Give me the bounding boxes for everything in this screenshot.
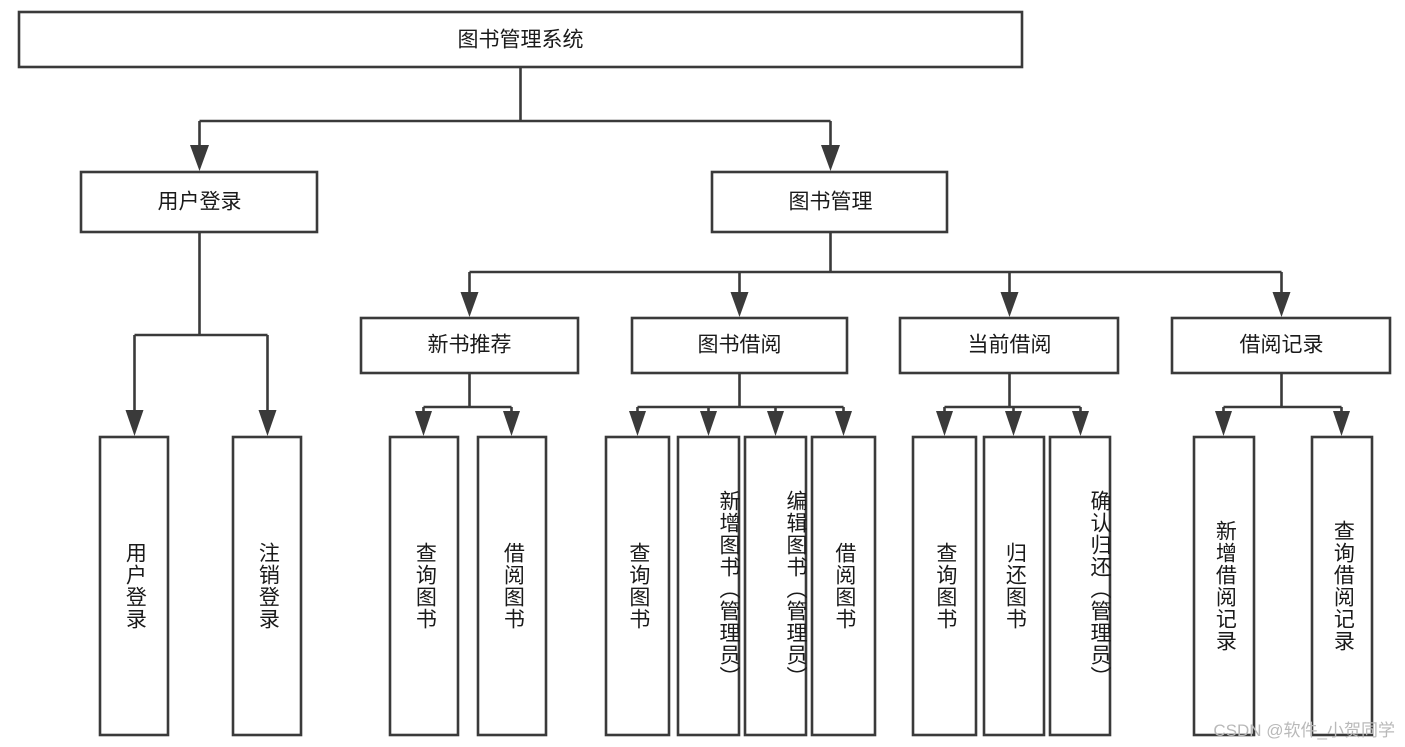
arrow-head-leaf-query-book-1 (415, 411, 432, 436)
leaf-box-confirm-return[interactable] (1048, 435, 1112, 737)
node-book-borrow[interactable]: 图书借阅 (630, 316, 849, 375)
leaf-box-user-login[interactable] (98, 435, 170, 737)
arrow-head-leaf-borrow-book-1 (503, 411, 520, 436)
node-root-box[interactable] (17, 10, 1024, 69)
node-user-login[interactable]: 用户登录 (79, 170, 319, 234)
node-book-borrow-box[interactable] (630, 316, 849, 375)
arrow-head-leaf-borrow-book-2 (835, 411, 852, 436)
node-current-borrow-label: 当前借阅 (968, 334, 1052, 357)
connector-group-user-login (125, 232, 277, 436)
arrow-head-leaf-query-book-2 (629, 411, 646, 436)
arrow-head-leaf-query-record (1333, 411, 1350, 436)
arrow-head-book-mgmt (821, 145, 840, 171)
arrow-head-leaf-confirm-return (1072, 411, 1089, 436)
node-root[interactable]: 图书管理系统 (17, 10, 1024, 69)
node-new-book-recommend-label: 新书推荐 (428, 334, 512, 357)
node-new-book-recommend-box[interactable] (359, 316, 580, 375)
node-borrow-record-label: 借阅记录 (1240, 334, 1324, 357)
connector-group-borrow-record (1215, 373, 1350, 436)
node-borrow-record[interactable]: 借阅记录 (1170, 316, 1392, 375)
arrow-head-leaf-edit-book (767, 411, 784, 436)
leaf-box-borrow-book-1[interactable] (476, 435, 548, 737)
leaf-box-add-record[interactable] (1192, 435, 1256, 737)
node-new-book-recommend[interactable]: 新书推荐 (359, 316, 580, 375)
leaf-box-query-book-3[interactable] (911, 435, 978, 737)
arrow-head-new-book-rec (460, 292, 479, 317)
leaf-box-query-record[interactable] (1310, 435, 1374, 737)
arrow-head-user-login (190, 145, 209, 171)
arrow-head-leaf-add-book (700, 411, 717, 436)
arrow-head-current-borrow (1000, 292, 1019, 317)
arrow-head-borrow-record (1272, 292, 1291, 317)
node-user-login-box[interactable] (79, 170, 319, 234)
node-book-management-box[interactable] (710, 170, 949, 234)
csdn-watermark: CSDN @软件_小贺同学 (1213, 721, 1395, 740)
node-current-borrow[interactable]: 当前借阅 (898, 316, 1120, 375)
leaf-box-logout[interactable] (231, 435, 303, 737)
node-book-management-label: 图书管理 (789, 191, 873, 214)
arrow-head-leaf-return-book (1005, 411, 1022, 436)
arrow-head-leaf-user-login (125, 410, 144, 436)
connector-group-root (190, 67, 840, 171)
leaf-box-edit-book[interactable] (743, 435, 808, 737)
arrow-head-book-borrow (730, 292, 749, 317)
arrow-head-leaf-add-record (1215, 411, 1232, 436)
connector-group-book-borrow (629, 373, 852, 436)
node-book-management[interactable]: 图书管理 (710, 170, 949, 234)
leaf-box-query-book-2[interactable] (604, 435, 671, 737)
leaf-box-borrow-book-2[interactable] (810, 435, 877, 737)
node-current-borrow-box[interactable] (898, 316, 1120, 375)
leaf-box-query-book-1[interactable] (388, 435, 460, 737)
leaf-box-return-book[interactable] (982, 435, 1046, 737)
arrow-head-leaf-query-book-3 (936, 411, 953, 436)
connector-group-book-mgmt (460, 232, 1291, 317)
node-root-label: 图书管理系统 (458, 29, 584, 52)
node-book-borrow-label: 图书借阅 (698, 334, 782, 357)
node-borrow-record-box[interactable] (1170, 316, 1392, 375)
node-user-login-label: 用户登录 (158, 191, 242, 214)
connector-group-new-book-rec (415, 373, 520, 436)
arrow-head-leaf-logout (258, 410, 277, 436)
leaf-box-add-book[interactable] (676, 435, 741, 737)
connector-group-current-borrow (936, 373, 1089, 436)
